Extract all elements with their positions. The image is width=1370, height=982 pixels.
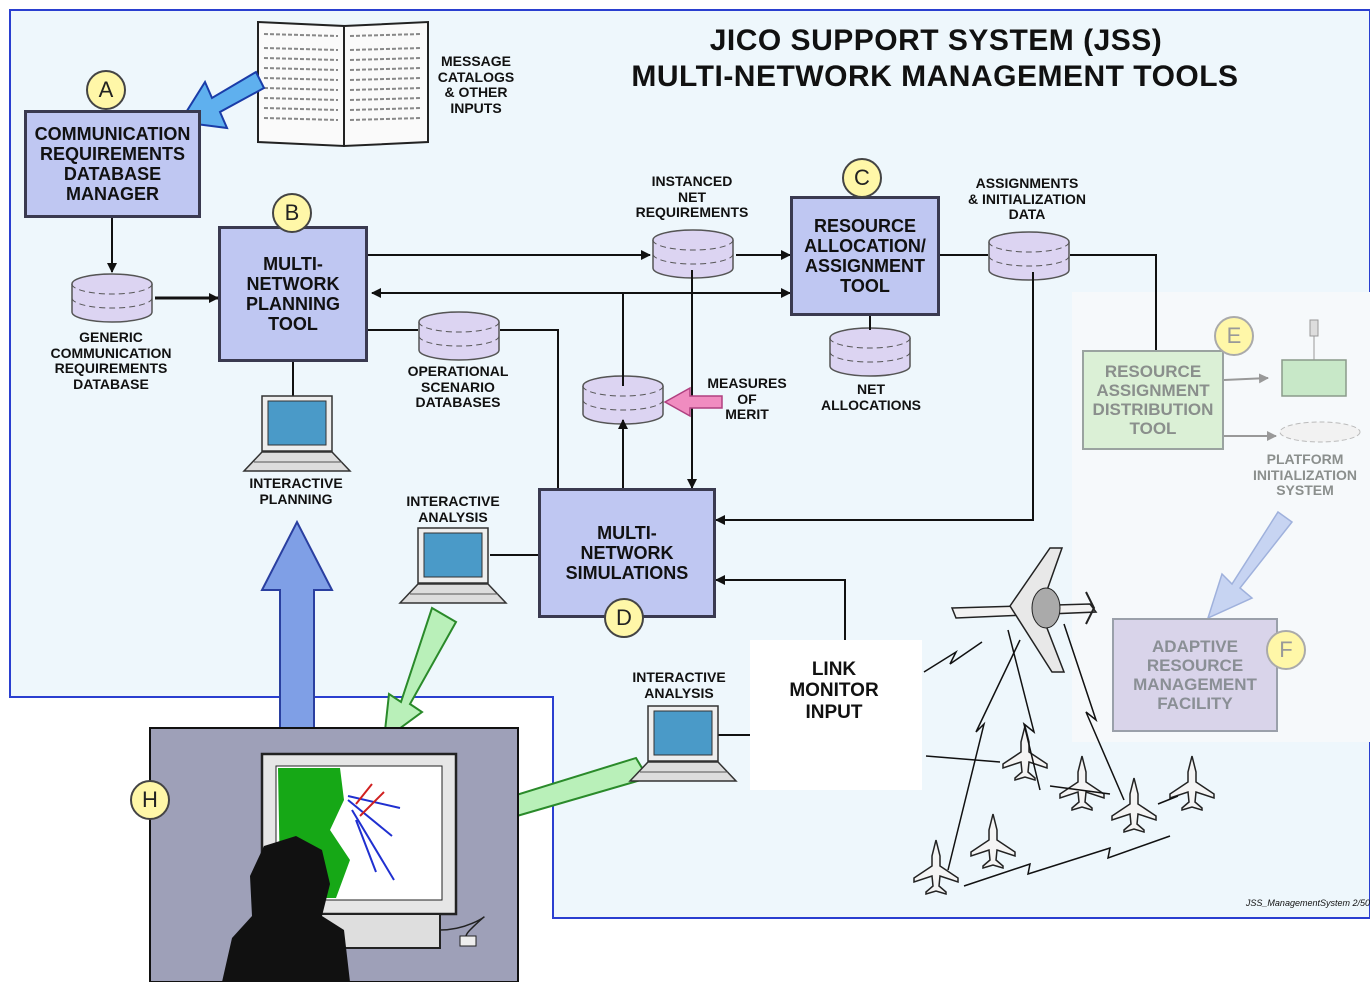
diagram-title-line1: JICO SUPPORT SYSTEM (JSS) bbox=[709, 24, 1163, 57]
assignments-data-database-icon bbox=[988, 231, 1070, 281]
interactive-planning-caption: INTERACTIVE PLANNING bbox=[249, 475, 343, 507]
measures-of-merit-caption: MEASURES OF MERIT bbox=[707, 375, 787, 423]
adaptive-resource-management-facility-box: ADAPTIVE RESOURCE MANAGEMENT FACILITY bbox=[1112, 618, 1278, 732]
message-catalogs-caption: MESSAGE CATALOGS & OTHER INPUTS bbox=[437, 53, 515, 117]
datalink-lightning-lines bbox=[923, 623, 1179, 887]
operational-scenario-db-caption: OPERATIONAL SCENARIO DATABASES bbox=[407, 363, 509, 411]
net-allocations-caption: NET ALLOCATIONS bbox=[820, 381, 922, 413]
platform-init-system-icon bbox=[1279, 421, 1361, 443]
comm-req-db-manager-box: COMMUNICATION REQUIREMENTS DATABASE MANA… bbox=[24, 110, 201, 218]
diagram-title-line2: MULTI-NETWORK MANAGEMENT TOOLS bbox=[631, 60, 1239, 93]
label-c-badge: C bbox=[842, 158, 882, 198]
message-catalog-book-icon bbox=[257, 20, 429, 148]
net-allocations-database-icon bbox=[829, 327, 911, 377]
resource-allocation-tool-box: RESOURCE ALLOCATION/ ASSIGNMENT TOOL bbox=[790, 196, 940, 316]
interactive-analysis-caption-2: INTERACTIVE ANALYSIS bbox=[632, 669, 726, 701]
multi-network-planning-tool-box: MULTI- NETWORK PLANNING TOOL bbox=[218, 226, 368, 362]
label-f-badge: F bbox=[1266, 630, 1306, 670]
link-monitor-input-box: LINK MONITOR INPUT bbox=[752, 645, 916, 737]
generic-comm-req-database-icon bbox=[71, 273, 153, 323]
interactive-analysis-caption-1: INTERACTIVE ANALYSIS bbox=[406, 493, 500, 525]
analysis-green-arrow-1 bbox=[382, 606, 458, 743]
instanced-net-requirements-caption: INSTANCED NET REQUIREMENTS bbox=[635, 173, 749, 221]
terminal-device-icon bbox=[1281, 319, 1347, 397]
operational-scenario-database-icon bbox=[418, 311, 500, 361]
adaptive-facility-arrow bbox=[1206, 510, 1294, 620]
label-b-badge: B bbox=[272, 193, 312, 233]
platform-init-system-caption: PLATFORM INITIALIZATION SYSTEM bbox=[1253, 451, 1357, 499]
measures-of-merit-arrow bbox=[663, 386, 723, 418]
label-a-badge: A bbox=[86, 70, 126, 110]
footer-slide-id: JSS_ManagementSystem 2/50 bbox=[1245, 898, 1370, 908]
label-d-badge: D bbox=[604, 598, 644, 638]
generic-comm-req-db-caption: GENERIC COMMUNICATION REQUIREMENTS DATAB… bbox=[50, 329, 172, 393]
awacs-aircraft-icon bbox=[950, 547, 1098, 673]
operator-silhouette bbox=[222, 836, 350, 982]
resource-assignment-distribution-tool-box: RESOURCE ASSIGNMENT DISTRIBUTION TOOL bbox=[1082, 350, 1224, 450]
label-e-badge: E bbox=[1214, 316, 1254, 356]
catalog-input-arrow bbox=[178, 70, 266, 130]
label-h-badge: H bbox=[130, 780, 170, 820]
multi-network-simulations-box: MULTI- NETWORK SIMULATIONS bbox=[538, 488, 716, 618]
planning-big-arrow bbox=[260, 519, 334, 736]
assignments-init-data-caption: ASSIGNMENTS & INITIALIZATION DATA bbox=[968, 175, 1086, 223]
